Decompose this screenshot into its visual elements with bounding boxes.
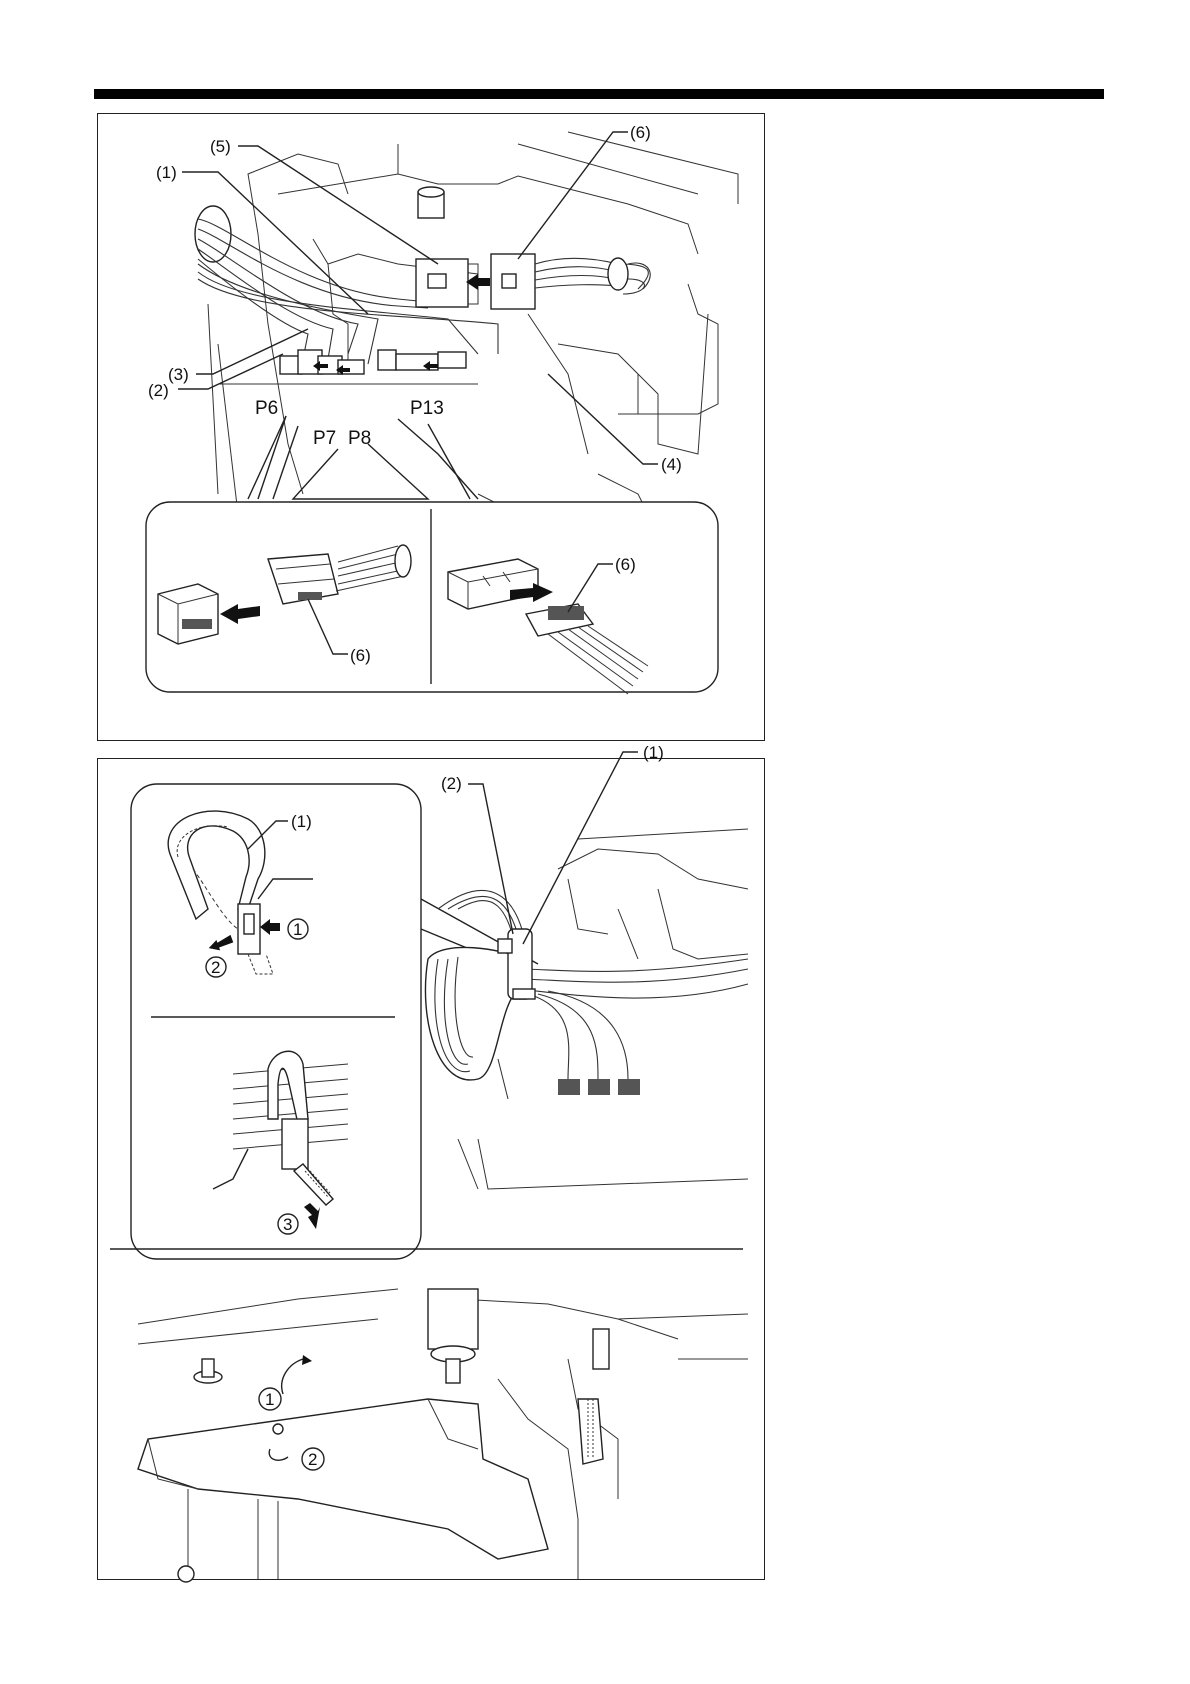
connector-label-p6: P6 — [255, 398, 278, 419]
callout-1: (1) — [156, 163, 177, 182]
machine-frame-drawing — [208, 132, 738, 534]
inset-callout-6-right: (6) — [615, 555, 636, 574]
connector-illustration: (5) (1) (6) (3) (2) (4) P6 P7 P8 P13 — [98, 114, 766, 742]
figure-cable-tie-and-cover: (1) 1 2 3 — [97, 758, 765, 1580]
main-connector — [416, 254, 650, 309]
figure-connector-disconnection: (5) (1) (6) (3) (2) (4) P6 P7 P8 P13 — [97, 113, 765, 741]
rotate-arrow-icon — [282, 1359, 303, 1394]
connector-label-p8: P8 — [348, 428, 371, 449]
connector-label-p13: P13 — [410, 398, 444, 419]
bottom-step-2-label: 2 — [308, 1450, 317, 1469]
callout-5: (5) — [210, 137, 231, 156]
callout-3: (3) — [168, 365, 189, 384]
detail-inset — [146, 502, 718, 694]
bundled-cables-on-frame — [425, 829, 748, 1189]
under-cover-drawing — [138, 1289, 748, 1582]
callout-4: (4) — [661, 455, 682, 474]
connector-label-p7: P7 — [313, 428, 336, 449]
step-2-label: 2 — [211, 958, 220, 977]
inset-callout-6-left: (6) — [350, 646, 371, 665]
step-1-label: 1 — [293, 920, 302, 939]
main-callout-2: (2) — [441, 774, 462, 793]
pull-arrow-icon — [466, 274, 490, 290]
header-rule — [94, 89, 1104, 99]
inset-callout-1: (1) — [291, 812, 312, 831]
cable-tie-illustration: (1) 1 2 3 — [98, 759, 766, 1581]
callout-6: (6) — [630, 123, 651, 142]
callout-2: (2) — [148, 381, 169, 400]
main-callout-1: (1) — [643, 743, 664, 762]
step-3-label: 3 — [283, 1215, 292, 1234]
bottom-step-1-label: 1 — [265, 1390, 274, 1409]
